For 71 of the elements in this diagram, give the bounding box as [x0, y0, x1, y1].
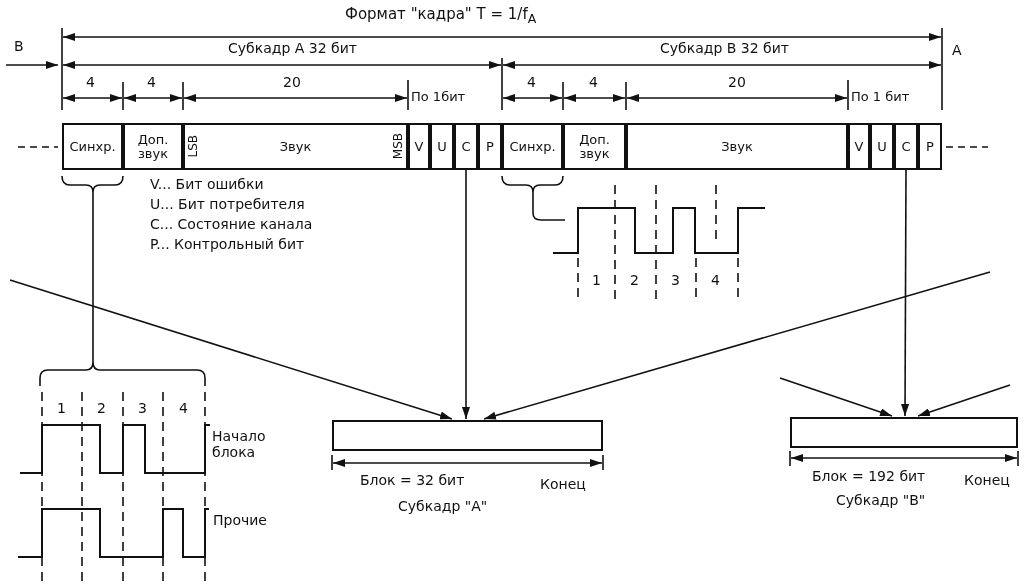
- block-bar: [790, 417, 1018, 448]
- arrow: [917, 384, 1011, 417]
- frame-field: [894, 123, 918, 170]
- slot-number: 3: [671, 272, 680, 288]
- block-bar: [332, 420, 603, 451]
- bit-count-label: 20: [283, 74, 301, 90]
- bit-count-label: 4: [527, 74, 536, 90]
- frame-field: [502, 123, 563, 170]
- frame-field: [848, 123, 870, 170]
- slot-number: 2: [97, 400, 106, 416]
- bit-count-label: По 1 бит: [851, 89, 910, 105]
- frame-field: [183, 123, 408, 170]
- block-length-label: Блок = 32 бит: [360, 472, 465, 488]
- field-label: V: [414, 139, 424, 154]
- frame-field: [478, 123, 502, 170]
- bit-count-label: По 1бит: [411, 89, 466, 105]
- bit-order-label: LSB: [186, 135, 200, 158]
- block-length-label: Блок = 192 бит: [812, 468, 926, 484]
- frame-field: [430, 123, 454, 170]
- slot-number: 4: [711, 272, 720, 288]
- frame-field: [918, 123, 942, 170]
- field-label: Синхр.: [509, 139, 556, 154]
- slot-number: 2: [630, 272, 639, 288]
- bit-order-label: MSB: [391, 133, 405, 160]
- legend-text: C... Состояние канала: [150, 216, 313, 232]
- bit-count-label: 4: [147, 74, 156, 90]
- arrow: [901, 169, 910, 417]
- bit-count-label: 20: [728, 74, 746, 90]
- field-label: Звук: [721, 139, 753, 154]
- field-label: V: [854, 139, 864, 154]
- slot-number: 3: [138, 400, 147, 416]
- field-label: U: [877, 139, 887, 154]
- bit-count-label: 4: [86, 74, 95, 90]
- frame-end-label: B: [14, 38, 24, 54]
- frame-field: [454, 123, 478, 170]
- subframe-label: Субкадр A 32 бит: [228, 40, 357, 56]
- field-label: U: [437, 139, 447, 154]
- field-label: Доп. звук: [578, 132, 611, 161]
- frame-end-label: A: [952, 42, 962, 58]
- arrow: [779, 377, 893, 417]
- frame-field: [123, 123, 183, 170]
- arrow: [9, 279, 453, 420]
- field-label: P: [486, 139, 494, 154]
- end-label: Конец: [964, 472, 1010, 488]
- waveform-label: Начало блока: [212, 428, 267, 460]
- frame-title: Формат "кадра" T = 1/f$_{A}$: [345, 6, 537, 27]
- field-label: Синхр.: [69, 139, 116, 154]
- slot-number: 4: [179, 400, 188, 416]
- field-label: C: [461, 139, 471, 154]
- waveform-label: Прочие: [213, 512, 267, 528]
- legend-text: P... Контрольный бит: [150, 236, 305, 252]
- field-label: P: [926, 139, 934, 154]
- frame-field: [626, 123, 848, 170]
- field-label: Звук: [279, 139, 312, 154]
- bit-count-label: 4: [589, 74, 598, 90]
- field-label: Доп. звук: [136, 132, 170, 161]
- arrow: [483, 271, 991, 420]
- arrow: [462, 169, 470, 420]
- frame-field: [563, 123, 626, 170]
- frame-field: [870, 123, 894, 170]
- subframe-label: Субкадр B 32 бит: [660, 40, 789, 56]
- slot-number: 1: [57, 400, 66, 416]
- subframe-label: Субкадр "A": [398, 498, 488, 514]
- end-label: Конец: [540, 476, 586, 492]
- legend-text: U... Бит потребителя: [150, 196, 305, 212]
- frame-field: [408, 123, 430, 170]
- subframe-label: Субкадр "B": [836, 492, 926, 508]
- frame-field: [62, 123, 123, 170]
- field-label: C: [901, 139, 911, 154]
- slot-number: 1: [592, 272, 601, 288]
- legend-text: V... Бит ошибки: [150, 176, 264, 192]
